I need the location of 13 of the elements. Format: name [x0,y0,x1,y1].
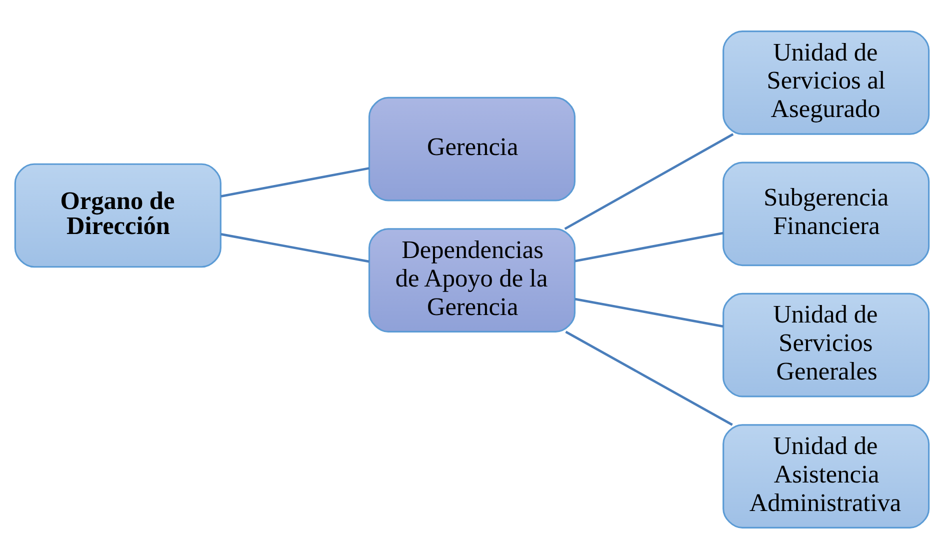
node-box: Gerencia [368,96,576,201]
node-box: Unidad de Servicios Generales [722,292,930,397]
connector [565,330,733,426]
node-box: Subgerencia Financiera [722,161,930,266]
connector [220,166,370,197]
connector [564,132,734,230]
node-box: Unidad de Servicios al Asegurado [722,30,930,134]
connector [220,232,370,262]
node-box: Organo de Dirección [14,162,222,268]
node-box: Dependencias de Apoyo de la Gerencia [368,228,576,332]
connector [574,297,724,328]
connector [574,231,724,262]
node-box: Unidad de Asistencia Administrativa [722,424,930,528]
